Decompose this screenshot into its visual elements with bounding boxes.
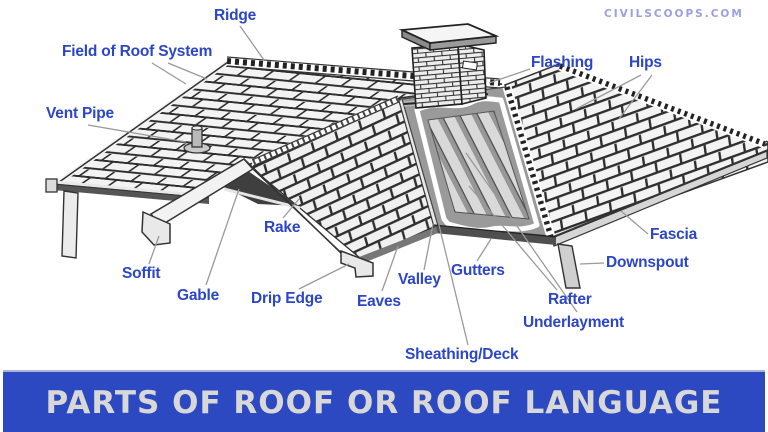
soffit-return [141,210,171,246]
label-gutters: Gutters [451,262,505,279]
label-gable: Gable [177,287,220,304]
label-vent-pipe: Vent Pipe [46,105,114,122]
leader-lines [87,25,653,346]
gable-face [141,158,374,278]
leader-eaves [381,245,399,292]
leader-drip-edge [298,263,350,290]
label-rake: Rake [264,219,301,236]
leader-fascia [620,210,649,235]
watermark: CIVILSCOOPS.COM [604,8,744,20]
label-flashing: Flashing [531,54,594,71]
label-ridge: Ridge [214,7,257,24]
label-valley: Valley [398,271,441,288]
leader-downspout [579,262,605,265]
leader-sheathing [430,191,469,346]
label-drip-edge: Drip Edge [251,290,323,307]
fascia-gutter-downspout [433,149,768,289]
leader-valley [423,223,434,271]
gable-ridge [250,95,400,167]
support-post [61,190,79,259]
leader-flashing [488,68,531,84]
leader-hips-2 [618,74,653,120]
label-underlayment: Underlayment [523,314,624,331]
leader-gutters [476,238,492,262]
leader-ridge [239,25,265,61]
left-eave-gutter [45,178,210,259]
title-banner: PARTS OF ROOF OR ROOF LANGUAGE [3,370,765,432]
label-hips: Hips [629,54,662,71]
label-field-of-roof-system: Field of Roof System [62,43,213,60]
hip-roof-plane [502,61,768,241]
leader-vent-pipe [87,124,187,143]
leader-rafter [468,185,558,291]
label-eaves: Eaves [357,293,401,310]
label-sheathing-deck: Sheathing/Deck [405,346,519,363]
vent-pipe-shape [183,125,211,154]
label-downspout: Downspout [606,254,689,271]
leader-gable [205,188,240,286]
eave-edge [354,227,438,266]
leader-underlayment [465,152,578,313]
label-soffit: Soffit [122,265,161,282]
chimney [398,23,500,109]
downspout-pipe [557,243,581,289]
cutaway-underlayment-sheathing [401,86,551,237]
leader-rake [282,198,300,219]
drip-edge-block [340,249,374,278]
leader-soffit [148,235,160,265]
leader-hips-1 [575,74,642,110]
banner-title: PARTS OF ROOF OR ROOF LANGUAGE [45,385,723,421]
label-fascia: Fascia [650,226,698,243]
label-rafter: Rafter [548,291,592,308]
leader-field-1 [151,62,187,85]
leader-field-2 [167,62,208,80]
